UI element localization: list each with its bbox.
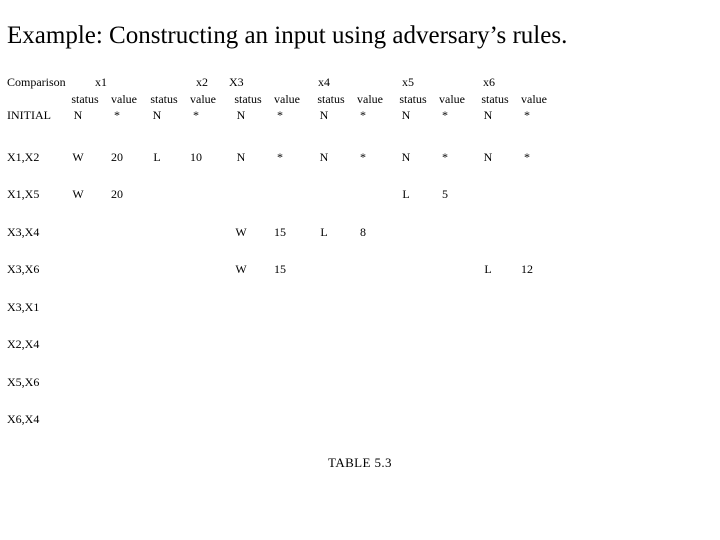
cell-value-r2-c3: * <box>277 150 283 164</box>
table-corner-label: Comparison <box>7 75 66 89</box>
subheader-value-4: value <box>357 92 383 106</box>
cell-status-r2-c3: N <box>236 150 246 164</box>
cell-status-r2-c4: N <box>319 150 329 164</box>
table-caption: TABLE 5.3 <box>328 455 392 470</box>
cell-status-r1-c6: N <box>483 108 493 122</box>
subheader-status-6: status <box>481 92 509 106</box>
column-group-header-x4: x4 <box>318 75 330 89</box>
cell-status-r2-c2: L <box>153 150 161 164</box>
row-label-x6-x4: X6,X4 <box>7 412 40 426</box>
cell-value-r1-c4: * <box>360 108 366 122</box>
cell-status-r2-c1: W <box>72 150 84 164</box>
cell-value-r1-c3: * <box>277 108 283 122</box>
subheader-value-5: value <box>439 92 465 106</box>
subheader-status-5: status <box>399 92 427 106</box>
subheader-value-6: value <box>521 92 547 106</box>
cell-value-r2-c5: * <box>442 150 448 164</box>
row-label-initial: INITIAL <box>7 108 51 122</box>
row-label-x3-x6: X3,X6 <box>7 262 40 276</box>
cell-value-r2-c1: 20 <box>111 150 123 164</box>
column-group-header-x3: X3 <box>229 75 244 89</box>
cell-value-r2-c2: 10 <box>190 150 202 164</box>
subheader-status-4: status <box>317 92 345 106</box>
cell-status-r1-c4: N <box>319 108 329 122</box>
subheader-value-3: value <box>274 92 300 106</box>
page-title: Example: Constructing an input using adv… <box>7 22 568 49</box>
row-label-x2-x4: X2,X4 <box>7 337 40 351</box>
cell-status-r4-c4: L <box>320 225 328 239</box>
cell-value-r3-c1: 20 <box>111 187 123 201</box>
cell-value-r4-c3: 15 <box>274 225 286 239</box>
cell-value-r1-c6: * <box>524 108 530 122</box>
cell-value-r1-c5: * <box>442 108 448 122</box>
cell-value-r1-c2: * <box>193 108 199 122</box>
column-group-header-x1: x1 <box>95 75 107 89</box>
subheader-status-2: status <box>150 92 178 106</box>
row-label-x3-x4: X3,X4 <box>7 225 40 239</box>
subheader-status-1: status <box>71 92 99 106</box>
row-label-x1-x2: X1,X2 <box>7 150 40 164</box>
cell-value-r5-c6: 12 <box>521 262 533 276</box>
row-label-x1-x5: X1,X5 <box>7 187 40 201</box>
cell-status-r5-c3: W <box>235 262 247 276</box>
cell-value-r2-c6: * <box>524 150 530 164</box>
row-label-x3-x1: X3,X1 <box>7 300 40 314</box>
cell-value-r3-c5: 5 <box>442 187 448 201</box>
cell-value-r4-c4: 8 <box>360 225 366 239</box>
row-label-x5-x6: X5,X6 <box>7 375 40 389</box>
cell-status-r2-c5: N <box>401 150 411 164</box>
cell-value-r5-c3: 15 <box>274 262 286 276</box>
column-group-header-x6: x6 <box>483 75 495 89</box>
cell-value-r1-c1: * <box>114 108 120 122</box>
subheader-status-3: status <box>234 92 262 106</box>
cell-value-r2-c4: * <box>360 150 366 164</box>
cell-status-r3-c1: W <box>72 187 84 201</box>
cell-status-r1-c1: N <box>73 108 83 122</box>
column-group-header-x5: x5 <box>402 75 414 89</box>
cell-status-r2-c6: N <box>483 150 493 164</box>
cell-status-r1-c3: N <box>236 108 246 122</box>
cell-status-r3-c5: L <box>402 187 410 201</box>
subheader-value-2: value <box>190 92 216 106</box>
cell-status-r5-c6: L <box>484 262 492 276</box>
column-group-header-x2: x2 <box>196 75 208 89</box>
subheader-value-1: value <box>111 92 137 106</box>
cell-status-r4-c3: W <box>235 225 247 239</box>
cell-status-r1-c5: N <box>401 108 411 122</box>
cell-status-r1-c2: N <box>152 108 162 122</box>
